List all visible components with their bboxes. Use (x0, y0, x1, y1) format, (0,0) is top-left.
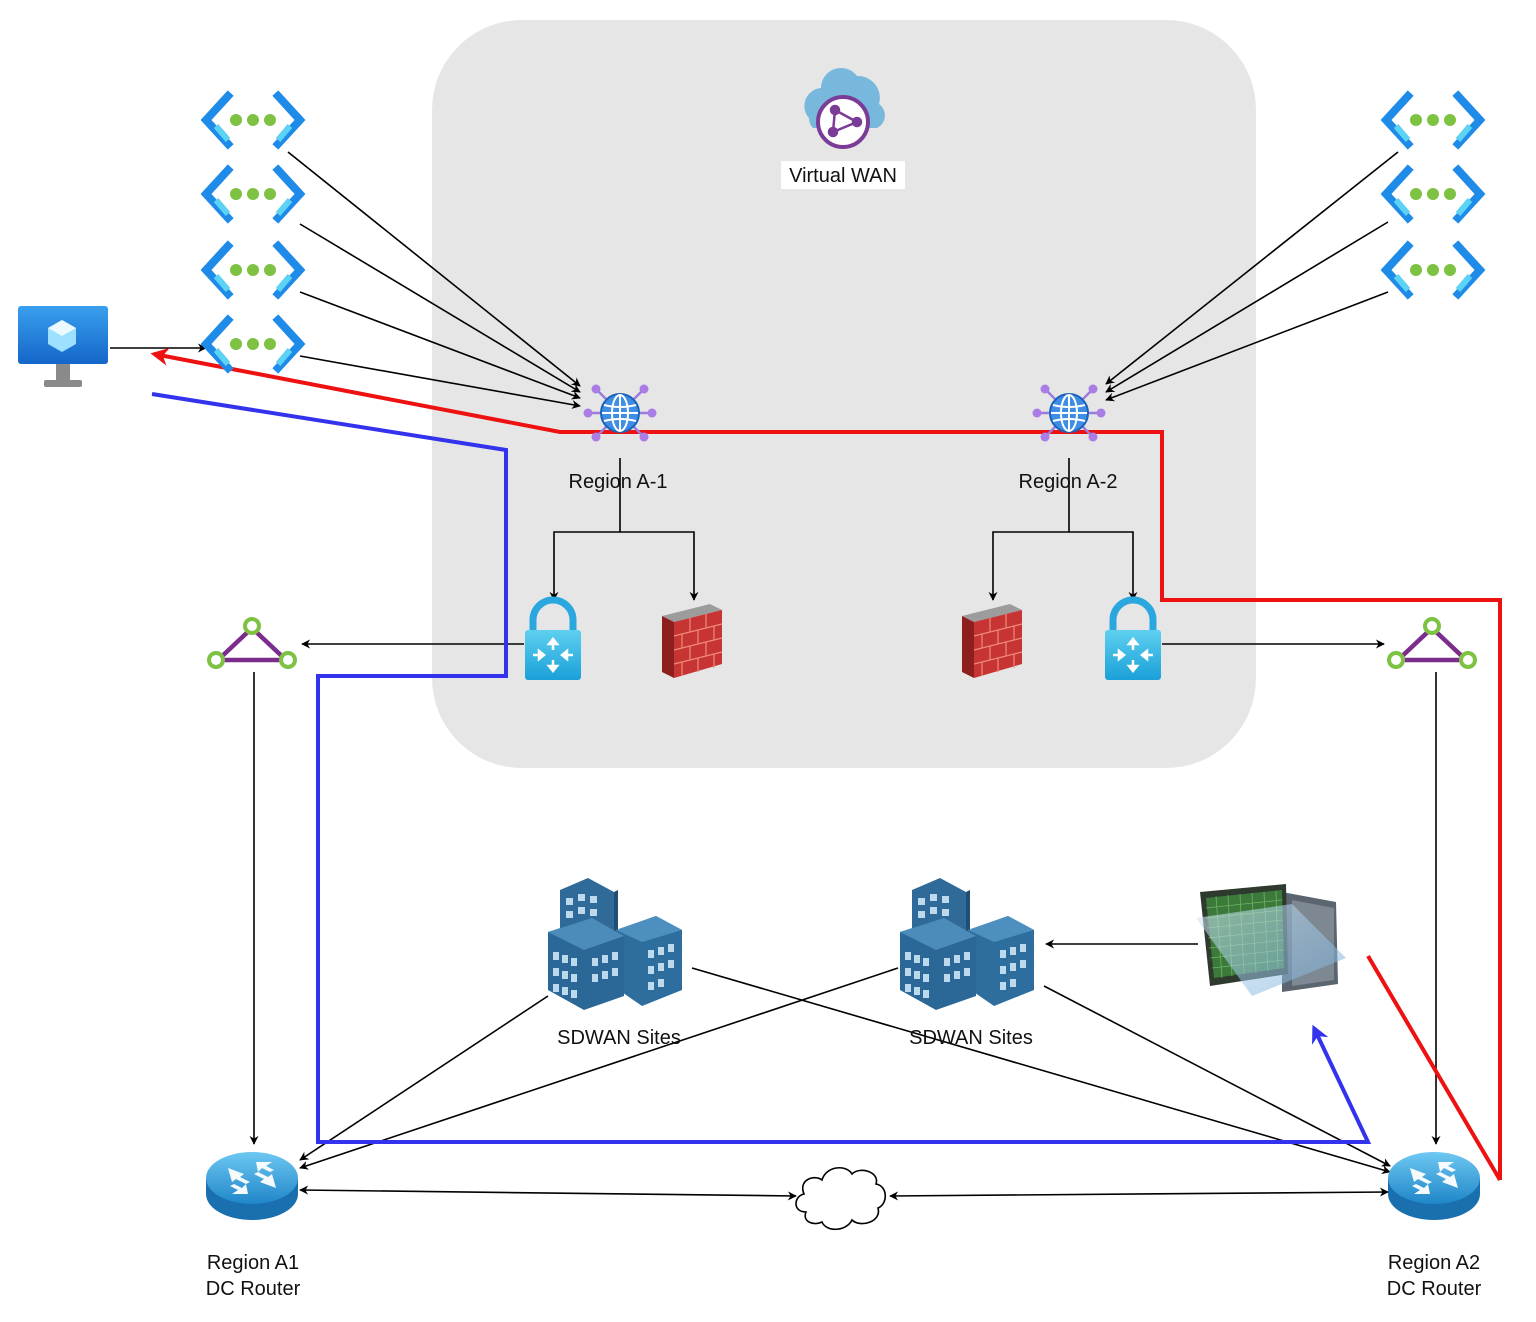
sdwan-site-label: SDWAN Sites (909, 1027, 1033, 1049)
workstation-icon[interactable] (1196, 884, 1346, 996)
virtual-wan-label: Virtual WAN (789, 165, 897, 187)
router-icon[interactable] (206, 1152, 298, 1220)
hub-label: Region A-1 (569, 471, 668, 493)
vnet-icon[interactable] (206, 170, 300, 218)
virtual-hub-icon[interactable] (582, 383, 658, 443)
virtual-wan-label-bg (781, 161, 905, 189)
vnet-icon[interactable] (206, 320, 300, 368)
vnet-icon[interactable] (206, 246, 300, 294)
building-icon[interactable] (900, 878, 1034, 1010)
router-label-line2: DC Router (206, 1278, 301, 1300)
expressroute-circuit-icon[interactable] (1389, 619, 1475, 667)
sdwan-site-label: SDWAN Sites (557, 1027, 681, 1049)
virtual-machine-icon[interactable] (18, 306, 108, 387)
vnet-icon[interactable] (1386, 96, 1480, 144)
building-icon[interactable] (548, 878, 682, 1010)
virtual-wan-region (432, 20, 1256, 768)
virtual-hub-icon[interactable] (1031, 383, 1107, 443)
cloud-icon[interactable] (795, 1167, 887, 1231)
expressroute-circuit-icon[interactable] (209, 619, 295, 667)
router-label-line1: Region A1 (207, 1252, 299, 1274)
connectors (110, 151, 1441, 1201)
vnet-icon[interactable] (1386, 246, 1480, 294)
hub-label: Region A-2 (1019, 471, 1118, 493)
router-label-line2: DC Router (1387, 1278, 1482, 1300)
blue-traffic-path (151, 392, 1372, 1144)
red-traffic-path (150, 347, 1502, 1180)
vnet-icon[interactable] (206, 96, 300, 144)
router-icon[interactable] (1388, 1152, 1480, 1220)
router-label-line1: Region A2 (1388, 1252, 1480, 1274)
virtual-wan-icon (804, 68, 885, 149)
vnet-icon[interactable] (1386, 170, 1480, 218)
red-traffic-path-segment (1366, 954, 1502, 1182)
